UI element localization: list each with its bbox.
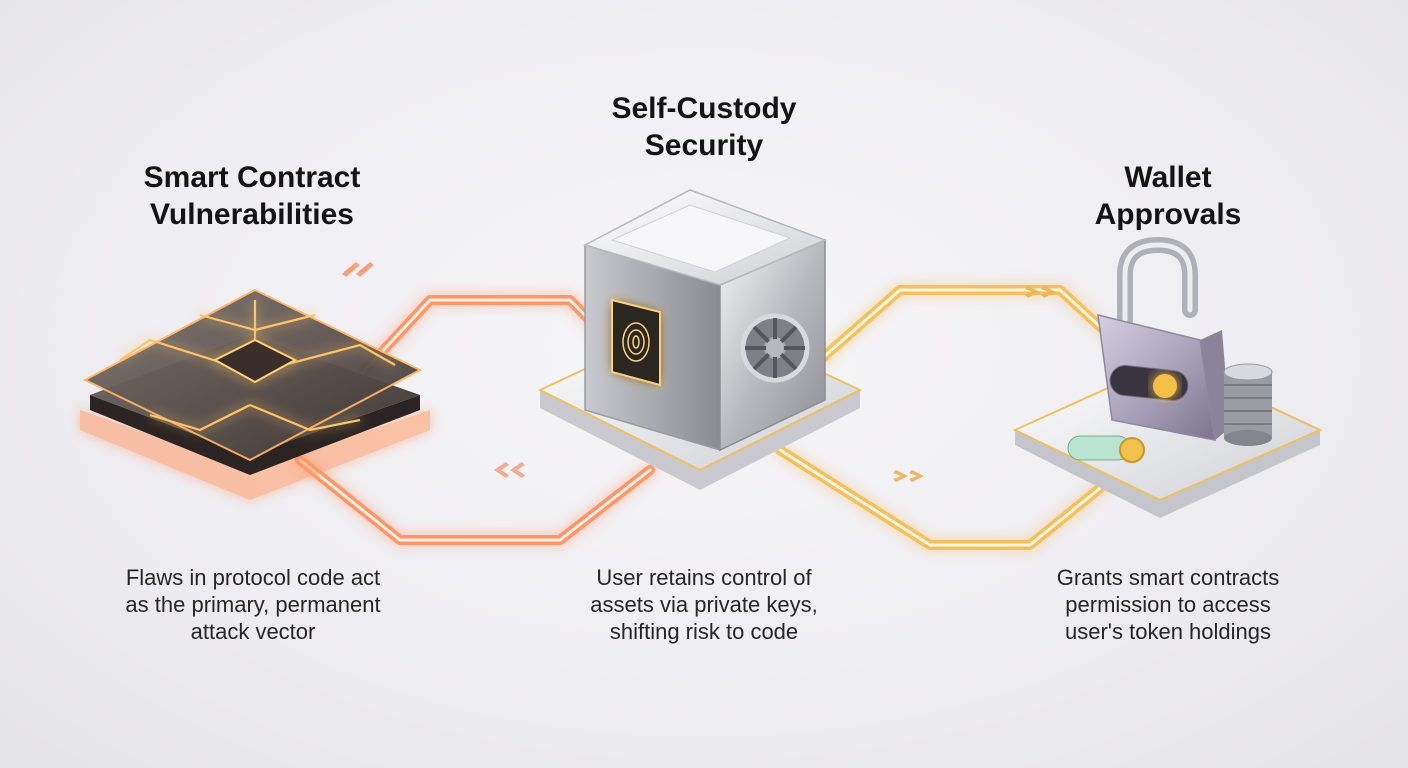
description-wallet-approvals: Grants smart contracts permission to acc… bbox=[978, 564, 1358, 645]
desc-line: user's token holdings bbox=[1065, 619, 1271, 644]
chevron-icon-2 bbox=[494, 462, 525, 478]
chevron-icon-4 bbox=[893, 470, 924, 482]
title-self-custody-security: Self-Custody Security bbox=[514, 90, 894, 164]
desc-line: as the primary, permanent bbox=[125, 592, 381, 617]
chevron-icon-3 bbox=[1025, 286, 1056, 298]
chevron-icon-1 bbox=[342, 262, 374, 277]
title-line: Smart Contract bbox=[143, 161, 361, 194]
vault-safe-icon bbox=[537, 189, 863, 490]
title-line: Self-Custody bbox=[611, 92, 797, 125]
title-wallet-approvals: Wallet Approvals bbox=[978, 159, 1358, 233]
path-left-lower bbox=[295, 455, 655, 545]
title-line: Vulnerabilities bbox=[150, 198, 354, 231]
title-smart-contract-vulnerabilities: Smart Contract Vulnerabilities bbox=[62, 159, 442, 233]
title-line: Approvals bbox=[1094, 198, 1242, 231]
coin-stack-icon bbox=[1223, 363, 1273, 446]
description-self-custody: User retains control of assets via priva… bbox=[514, 564, 894, 645]
cracked-chip-icon bbox=[80, 288, 430, 500]
title-line: Security bbox=[644, 129, 764, 162]
description-smart-contract: Flaws in protocol code act as the primar… bbox=[63, 564, 443, 645]
desc-line: User retains control of bbox=[596, 565, 812, 590]
desc-line: attack vector bbox=[190, 619, 316, 644]
title-line: Wallet bbox=[1124, 161, 1212, 194]
desc-line: shifting risk to code bbox=[609, 619, 799, 644]
desc-line: Grants smart contracts bbox=[1056, 565, 1280, 590]
desc-line: assets via private keys, bbox=[590, 592, 818, 617]
desc-line: permission to access bbox=[1065, 592, 1271, 617]
path-right-upper bbox=[815, 285, 1125, 365]
desc-line: Flaws in protocol code act bbox=[125, 565, 381, 590]
padlock-icon bbox=[1012, 236, 1323, 518]
